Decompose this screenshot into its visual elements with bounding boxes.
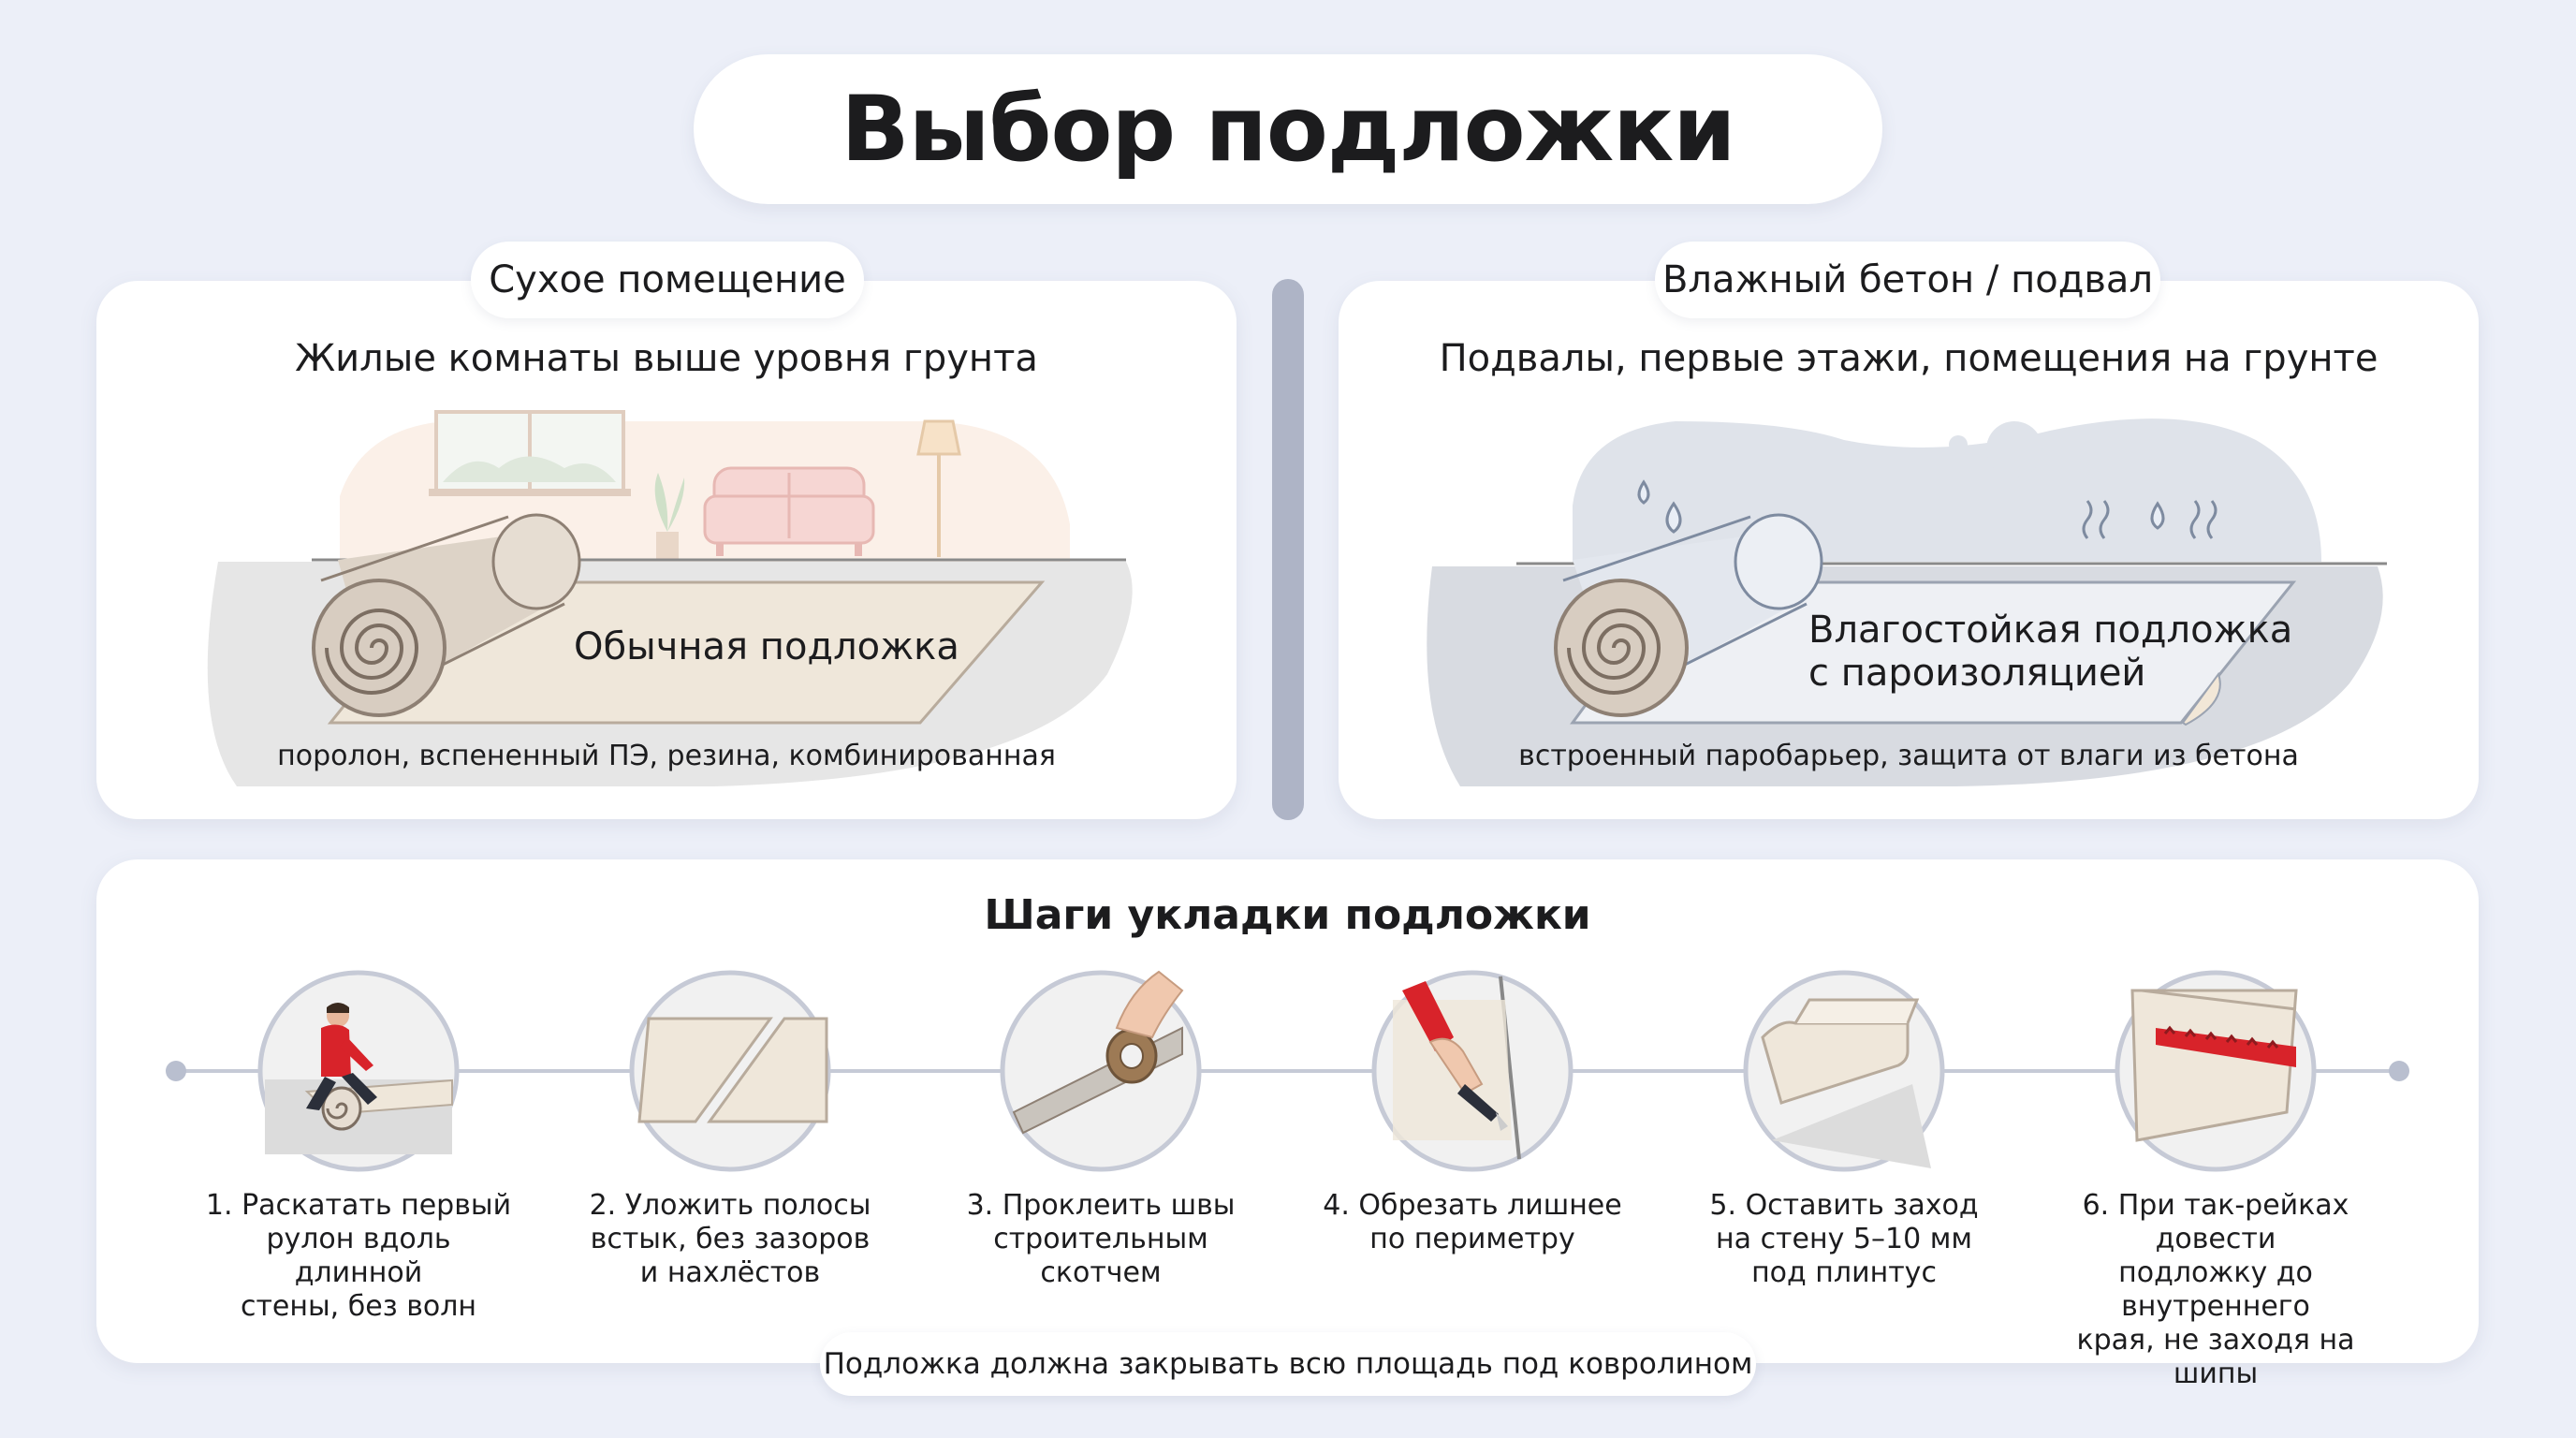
panel-divider xyxy=(1272,279,1304,820)
timeline-end-dot xyxy=(2389,1061,2409,1081)
step-6-icon xyxy=(2115,970,2317,1172)
step-5-icon xyxy=(1743,970,1945,1172)
damp-room-caption: встроенный паробарьер, защита от влаги и… xyxy=(1518,740,2299,772)
damp-room-subtitle: Подвалы, первые этажи, помещения на грун… xyxy=(1439,337,2378,380)
moisture-underlay-label: Влагостойкая подложка с пароизоляцией xyxy=(1808,609,2292,695)
damp-room-illustration xyxy=(1427,418,2387,786)
moisture-underlay-line2: с пароизоляцией xyxy=(1808,652,2146,695)
page-title: Выбор подложки xyxy=(841,77,1735,182)
vapor-icon xyxy=(2082,500,2217,539)
steps-panel: Шаги укладки подложки xyxy=(96,859,2479,1390)
sofa-icon xyxy=(703,466,875,556)
step-1-label: 1. Раскатать первый рулон вдоль длинной … xyxy=(205,1189,512,1323)
damp-room-panel: Подвалы, первые этажи, помещения на грун… xyxy=(1339,281,2479,819)
step-4-label: 4. Обрезать лишнее по периметру xyxy=(1323,1189,1622,1255)
footer-note: Подложка должна закрывать всю площадь по… xyxy=(820,1332,1756,1396)
window-icon xyxy=(429,410,631,496)
underlay-roll-icon xyxy=(312,513,581,717)
lamp-icon xyxy=(916,419,961,557)
tab-dry-room: Сухое помещение xyxy=(471,242,864,318)
step-5-label: 5. Оставить заход на стену 5–10 мм под п… xyxy=(1709,1189,1979,1289)
step-3-label: 3. Проклеить швы строительным скотчем xyxy=(966,1189,1236,1289)
regular-underlay-label: Обычная подложка xyxy=(574,625,959,668)
step-4-icon xyxy=(1371,970,1573,1172)
dry-room-caption: поролон, вспененный ПЭ, резина, комбинир… xyxy=(277,740,1056,772)
tab-damp-room: Влажный бетон / подвал xyxy=(1655,242,2160,318)
step-6-label: 6. При так-рейках довести подложку до вн… xyxy=(2076,1189,2355,1390)
plant-icon xyxy=(654,473,685,560)
moisture-resistant-roll-icon xyxy=(1554,513,1823,717)
dry-room-illustration xyxy=(207,410,1133,786)
steps-timeline xyxy=(166,970,2409,1172)
step-2-icon xyxy=(629,970,831,1172)
step-1-icon xyxy=(257,970,460,1172)
moisture-underlay-line1: Влагостойкая подложка xyxy=(1808,609,2293,652)
title-pill: Выбор подложки xyxy=(694,54,1882,204)
steps-title: Шаги укладки подложки xyxy=(984,891,1591,939)
timeline-start-dot xyxy=(166,1061,186,1081)
dry-room-subtitle: Жилые комнаты выше уровня грунта xyxy=(295,337,1038,380)
step-2-label: 2. Уложить полосы встык, без зазоров и н… xyxy=(589,1189,871,1289)
dry-room-panel: Жилые комнаты выше уровня грунта xyxy=(96,281,1237,819)
step-3-icon xyxy=(1000,970,1202,1172)
